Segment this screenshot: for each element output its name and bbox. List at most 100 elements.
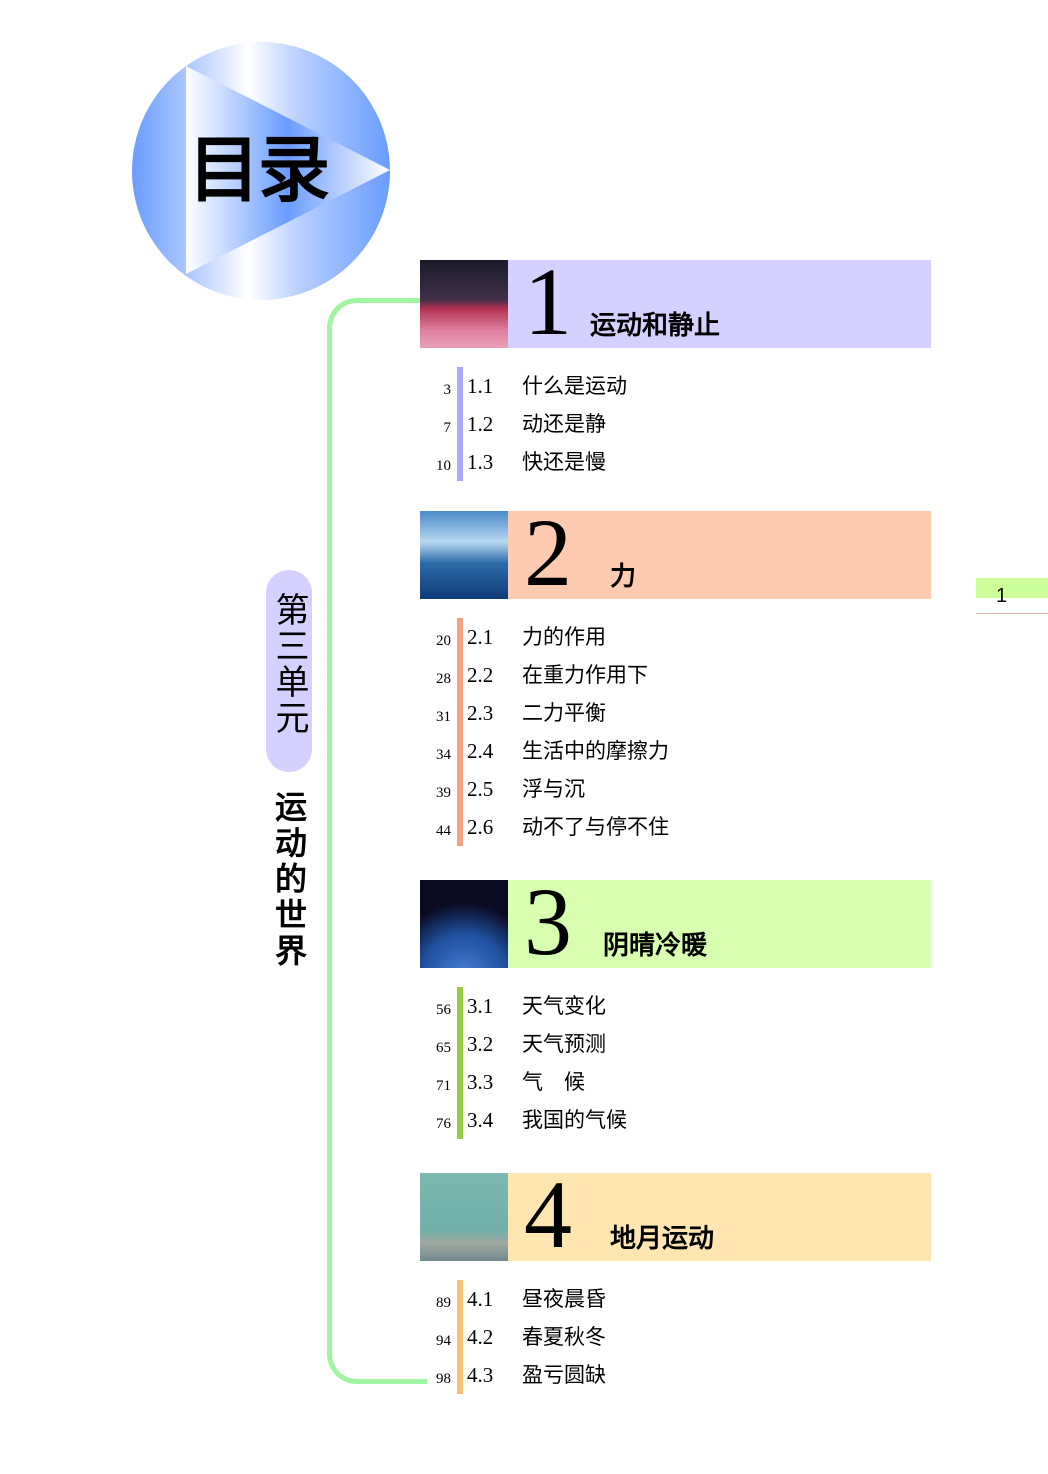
entry-color-bar [457,618,463,656]
toc-entry[interactable]: 20 2.1 力的作用 [420,618,931,656]
chapter-title: 力 [610,562,637,592]
page-tab [976,578,1048,598]
chapter-number: 3 [524,868,572,975]
toc-entry[interactable]: 56 3.1 天气变化 [420,987,931,1025]
entry-page-number: 56 [436,1002,451,1018]
toc-entry[interactable]: 3 1.1 什么是运动 [420,367,931,405]
entry-page-number: 65 [436,1040,451,1056]
toc-logo-circle [132,42,390,300]
entry-color-bar [457,732,463,770]
toc-entry[interactable]: 7 1.2 动还是静 [420,405,931,443]
entry-page-number: 89 [436,1295,451,1311]
entry-title: 动不了与停不住 [522,815,669,839]
toc-entry[interactable]: 71 3.3 气 候 [420,1063,931,1101]
unit-badge [266,570,312,772]
entry-color-bar [457,367,463,405]
tree-connector-line [327,298,427,1384]
entry-section-number: 4.1 [467,1287,494,1311]
entry-page-number: 94 [436,1333,451,1349]
aircraft-carrier-photo [420,511,508,599]
sprinter-photo [420,260,508,348]
entry-page-number: 71 [436,1078,451,1094]
entry-section-number: 1.1 [467,374,494,398]
seaside-photo [420,1173,508,1261]
entry-color-bar [457,1063,463,1101]
entry-page-number: 44 [436,823,451,839]
entry-page-number: 7 [443,420,452,436]
entry-color-bar [457,770,463,808]
entry-title: 在重力作用下 [522,663,648,687]
chapter-band [508,1173,931,1261]
entry-color-bar [457,1356,463,1394]
entry-color-bar [457,808,463,846]
entry-section-number: 2.4 [467,739,494,763]
entry-section-number: 4.3 [467,1363,494,1387]
page-number: 1 [996,585,1008,607]
unit-label: 第三单元 [269,592,309,736]
entry-color-bar [457,1101,463,1139]
entry-section-number: 2.3 [467,701,494,725]
entry-title: 什么是运动 [522,374,627,398]
entry-section-number: 1.3 [467,450,494,474]
toc-entry[interactable]: 31 2.3 二力平衡 [420,694,931,732]
entry-title: 天气变化 [522,994,606,1018]
satellite-earth-photo [420,880,508,968]
page-title: 目录 [188,127,330,212]
entry-title: 生活中的摩擦力 [522,739,669,763]
entry-section-number: 3.3 [467,1070,494,1094]
entry-color-bar [457,1280,463,1318]
entry-color-bar [457,1318,463,1356]
entry-page-number: 28 [436,671,451,687]
entry-color-bar [457,1025,463,1063]
entry-section-number: 3.4 [467,1108,494,1132]
chapter-header[interactable]: 2 力 [420,503,931,603]
entry-color-bar [457,656,463,694]
entry-title: 力的作用 [522,625,606,649]
chapter-band [508,511,931,599]
entry-section-number: 2.5 [467,777,494,801]
entry-title: 快还是慢 [522,450,606,474]
toc-entry[interactable]: 44 2.6 动不了与停不住 [420,808,931,846]
chapter-title: 运动和静止 [590,311,721,341]
entry-page-number: 34 [436,747,451,763]
entry-section-number: 2.1 [467,625,494,649]
entry-title: 二力平衡 [522,701,606,725]
play-triangle-icon [186,66,390,274]
entry-section-number: 2.6 [467,815,494,839]
entry-section-number: 3.2 [467,1032,494,1056]
page-divider [976,613,1048,614]
entry-section-number: 3.1 [467,994,494,1018]
entry-title: 浮与沉 [522,777,585,801]
entry-color-bar [457,443,463,481]
entry-title: 气 候 [522,1070,585,1094]
chapter-header[interactable]: 4 地月运动 [420,1165,931,1265]
entry-page-number: 20 [436,633,451,649]
entry-color-bar [457,405,463,443]
chapter-number: 1 [524,248,572,355]
entry-page-number: 76 [436,1116,451,1132]
chapter-band [508,880,931,968]
chapter-header[interactable]: 1 运动和静止 [420,252,931,352]
chapter-title: 阴晴冷暖 [603,931,708,961]
chapter-title: 地月运动 [610,1224,715,1254]
chapter-header[interactable]: 3 阴晴冷暖 [420,872,931,972]
entry-page-number: 31 [436,709,451,725]
entry-color-bar [457,694,463,732]
entry-title: 动还是静 [522,412,606,436]
entry-section-number: 1.2 [467,412,494,436]
chapter-number: 4 [524,1161,572,1268]
entry-page-number: 3 [443,382,452,398]
toc-entry[interactable]: 34 2.4 生活中的摩擦力 [420,732,931,770]
entry-color-bar [457,987,463,1025]
